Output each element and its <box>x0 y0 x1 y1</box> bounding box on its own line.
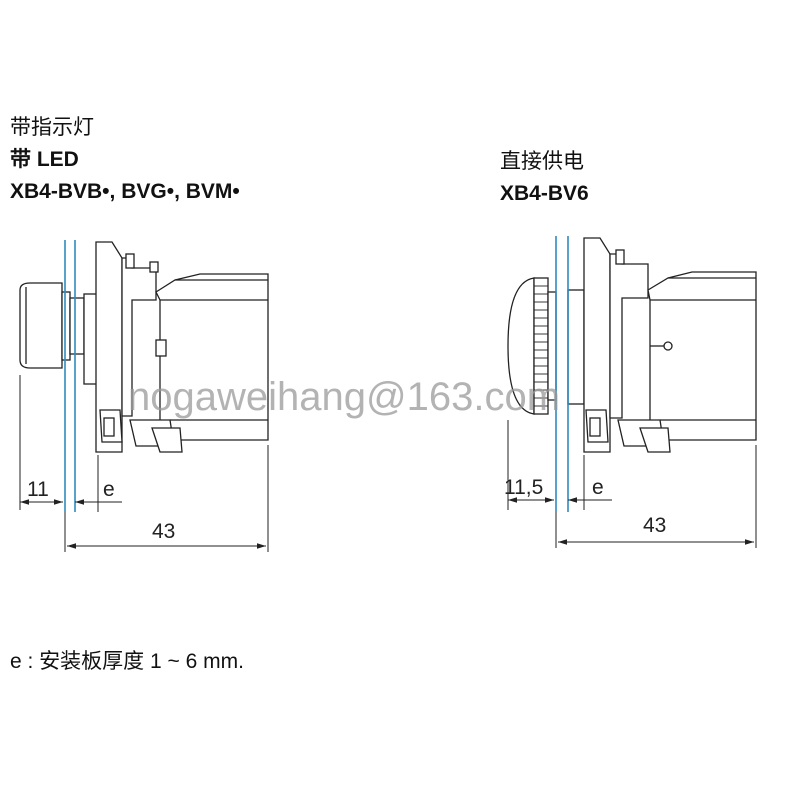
right-dim-total: 43 <box>643 514 666 537</box>
right-dim-front: 11,5 <box>504 476 543 499</box>
left-model-codes: XB4-BVB•, BVG•, BVM• <box>10 180 240 203</box>
watermark: nogaweihang@163.com <box>128 375 560 419</box>
right-dim-e: e <box>592 476 604 499</box>
left-title-indicator: 带指示灯 <box>10 116 94 139</box>
left-pushbutton-drawing <box>19 241 269 453</box>
left-extension-lines <box>19 375 269 552</box>
left-title-led: 带 LED <box>10 148 79 171</box>
right-extension-lines <box>507 420 757 548</box>
right-model-code: XB4-BV6 <box>500 182 589 205</box>
right-title-direct-supply: 直接供电 <box>500 150 584 173</box>
left-dim-total: 43 <box>152 520 175 543</box>
left-panel-lines <box>64 240 76 512</box>
mounting-thickness-note: e : 安装板厚度 1 ~ 6 mm. <box>10 650 244 673</box>
left-dim-front: 11 <box>27 478 49 501</box>
left-dimension-arrows <box>20 499 266 549</box>
right-pushbutton-drawing <box>507 237 757 453</box>
right-dimension-arrows <box>508 497 754 545</box>
right-panel-lines <box>555 236 569 512</box>
left-dim-e: e <box>103 478 115 501</box>
